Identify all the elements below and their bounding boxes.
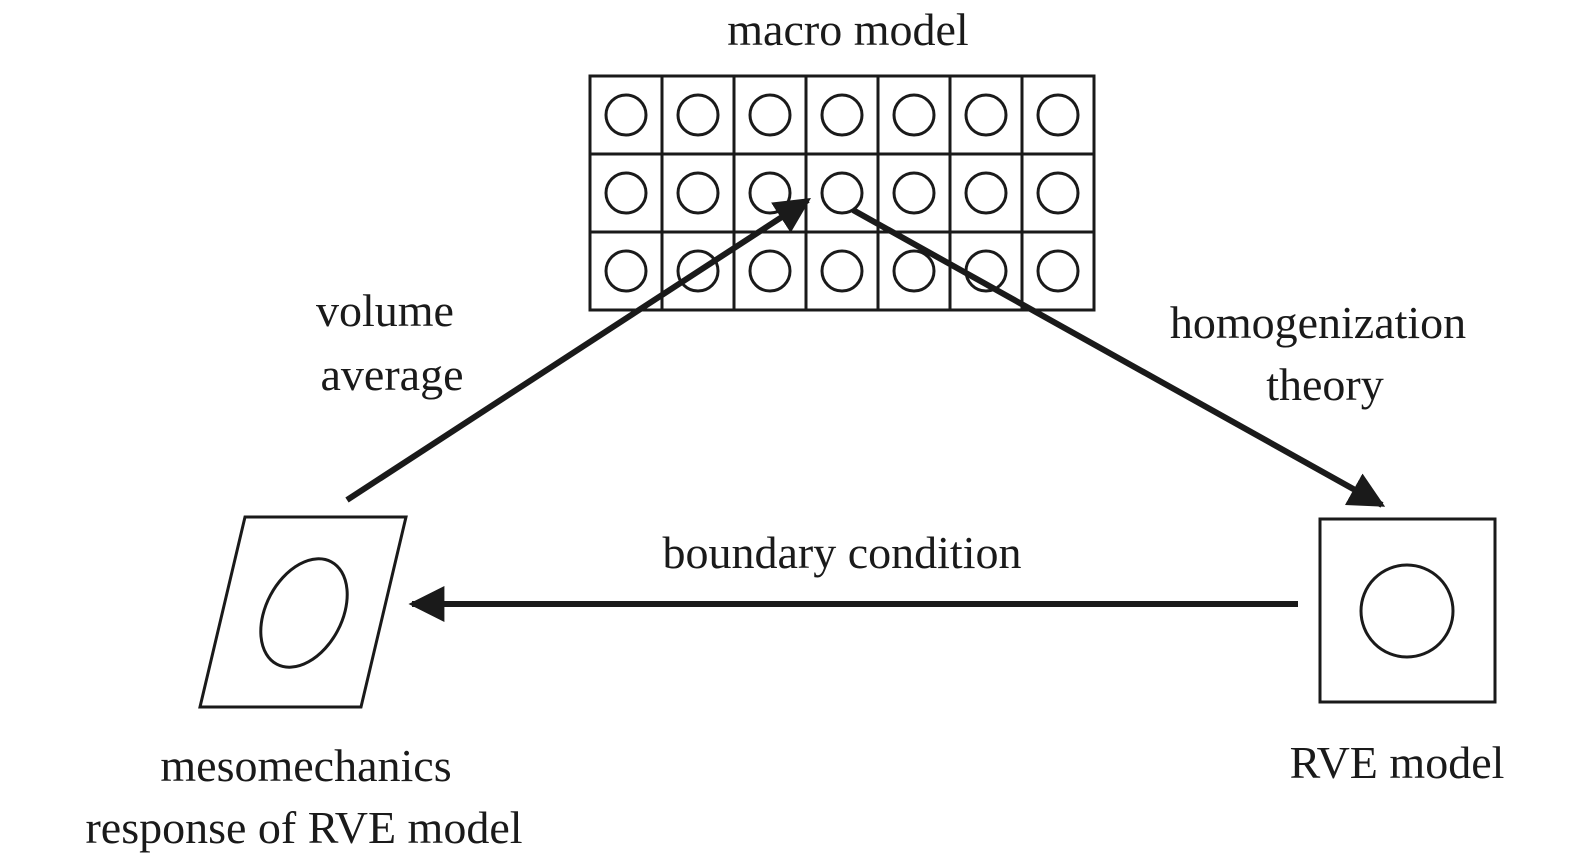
grid-inclusion [1036,171,1080,215]
mesomechanics-label-line1: mesomechanics [160,740,451,791]
grid-inclusion [676,249,720,293]
boundary-condition-label: boundary condition [663,527,1022,578]
grid-inclusion [748,93,792,137]
macro-model-grid [588,74,1096,312]
grid-cell [804,74,880,156]
deformed-inclusion [259,557,349,669]
grid-inclusion [820,249,864,293]
grid-inclusion [1036,93,1080,137]
grid-inclusion [604,249,648,293]
grid-inclusion [820,93,864,137]
grid-cell [660,152,736,234]
volume-average-arrow [345,197,812,503]
grid-cell [1020,74,1096,156]
volume-average-label-line2: average [321,349,464,400]
grid-inclusion [820,171,864,215]
grid-inclusion [892,249,936,293]
grid-inclusion [676,171,720,215]
grid-inclusion [604,171,648,215]
homogenization-label-line2: theory [1266,359,1384,410]
grid-cell [1020,152,1096,234]
rve-square [1318,517,1497,704]
grid-inclusion [892,93,936,137]
grid-cell [588,230,664,312]
grid-cell [588,152,664,234]
homogenization-theory-arrow [851,207,1386,508]
grid-cell [660,74,736,156]
grid-inclusion [604,93,648,137]
grid-cell [1020,230,1096,312]
macro-model-label: macro model [727,4,968,55]
grid-cell [588,74,664,156]
grid-inclusion [748,171,792,215]
rve-model-label: RVE model [1290,737,1505,788]
grid-inclusion [892,171,936,215]
homogenization-label-line1: homogenization [1170,297,1466,348]
grid-inclusion [748,249,792,293]
mesomechanics-label-line2: response of RVE model [85,802,522,853]
grid-cell [732,152,808,234]
grid-inclusion [1036,249,1080,293]
grid-cell [876,152,952,234]
grid-inclusion [964,93,1008,137]
deformed-rve-shape [198,515,408,709]
grid-cell [948,152,1024,234]
grid-cell [804,230,880,312]
volume-average-label-line1: volume [316,285,454,336]
rve-inclusion [1359,563,1455,659]
grid-cell [732,74,808,156]
grid-cell [948,74,1024,156]
grid-inclusion [964,171,1008,215]
grid-inclusion [676,93,720,137]
grid-cell [876,74,952,156]
